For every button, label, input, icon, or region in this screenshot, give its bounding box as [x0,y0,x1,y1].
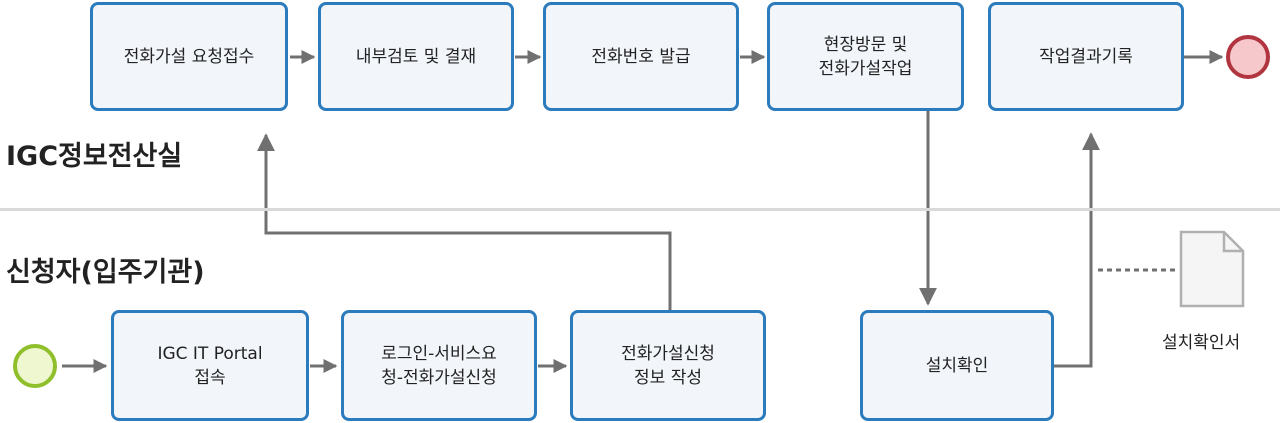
lane-label-it-office: IGC정보전산실 [6,141,183,172]
end-event [1226,35,1270,79]
lane-divider [0,208,1280,211]
task-portal-access: IGC IT Portal 접속 [111,310,309,421]
task-site-installation: 현장방문 및 전화가설작업 [767,2,964,111]
task-review-approval: 내부검토 및 결재 [318,2,514,111]
task-issue-number: 전화번호 발급 [543,2,739,111]
document-icon [1179,230,1245,308]
task-receive-request: 전화가설 요청접수 [90,2,288,111]
start-event [13,344,57,388]
task-record-result: 작업결과기록 [988,2,1184,111]
document-label: 설치확인서 [1162,333,1241,353]
lane-label-applicant: 신청자(입주기관) [6,257,205,288]
task-write-application: 전화가설신청 정보 작성 [570,310,766,421]
flow-b4-t5 [1054,132,1100,368]
task-login-request: 로그인-서비스요 청-전화가설신청 [341,310,537,421]
flow-b3-t1 [257,133,672,310]
task-confirm-installation: 설치확인 [860,310,1054,421]
